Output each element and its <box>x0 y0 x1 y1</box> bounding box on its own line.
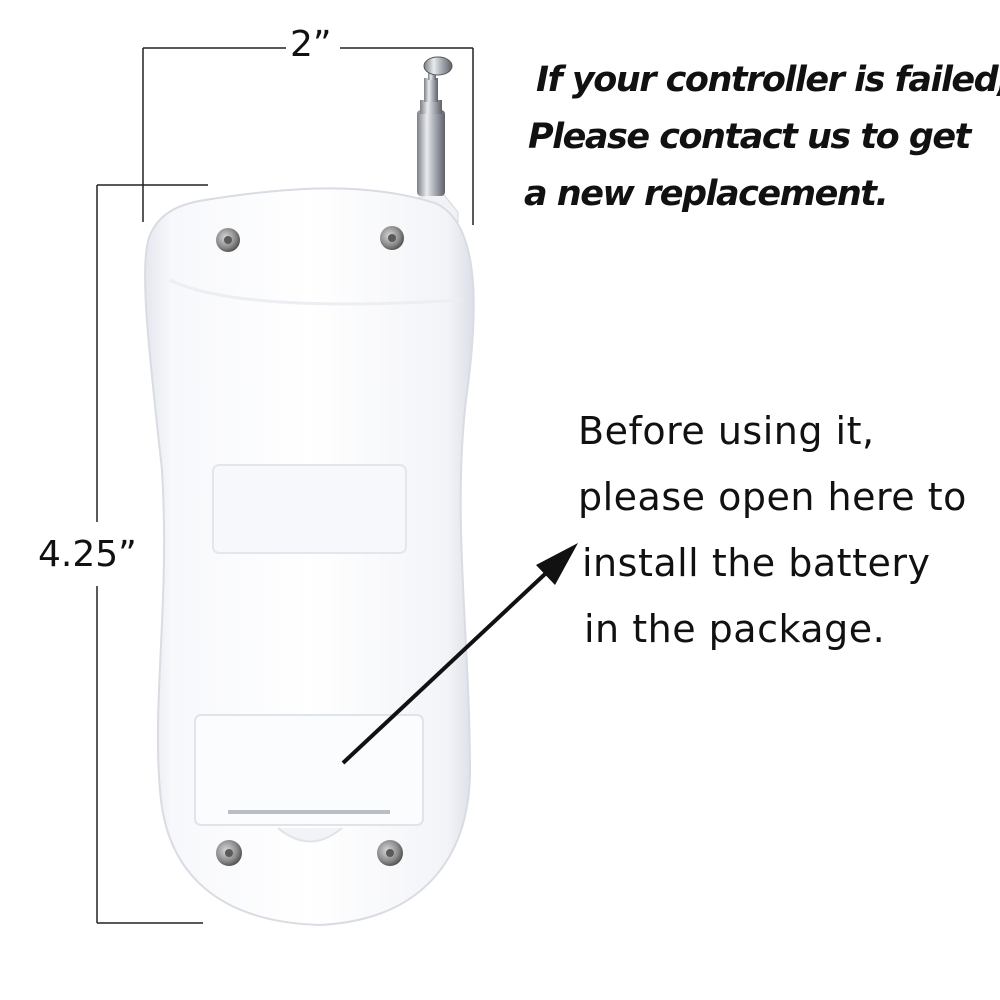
replacement-note-line: Please contact us to get <box>528 117 971 157</box>
battery-instructions: Before using it, please open here to ins… <box>578 398 998 662</box>
width-dimension-lines <box>142 47 474 225</box>
replacement-note-line: If your controller is failed, <box>536 60 1000 100</box>
instruction-line: please open here to <box>578 475 967 519</box>
label-recess <box>212 464 407 554</box>
height-dimension-lines <box>96 184 208 924</box>
width-dimension-label: 2” <box>286 24 336 65</box>
arrow-icon <box>341 543 578 765</box>
instruction-line: install the battery <box>582 541 931 585</box>
height-dimension-label: 4.25” <box>38 528 137 581</box>
screw-icon <box>377 840 403 866</box>
screw-icon <box>380 226 404 250</box>
replacement-note-line: a new replacement. <box>524 174 889 214</box>
instruction-line: in the package. <box>584 607 886 651</box>
instruction-line: Before using it, <box>578 409 875 453</box>
battery-cover <box>194 714 424 843</box>
remote-controller-back <box>144 187 475 927</box>
screw-icon <box>216 228 240 252</box>
screw-icon <box>216 840 242 866</box>
replacement-note: If your controller is failed, Please con… <box>520 52 1000 223</box>
